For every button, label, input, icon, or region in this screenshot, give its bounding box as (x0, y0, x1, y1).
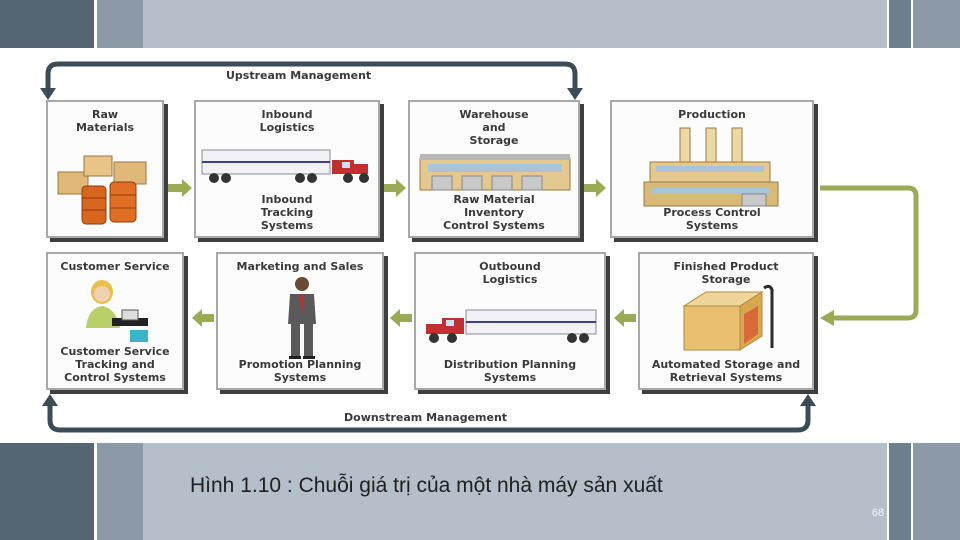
header-band-left (0, 0, 94, 48)
footer-band-left (0, 443, 94, 540)
upstream-management-label: Upstream Management (220, 69, 378, 82)
figure-caption: Hình 1.10 : Chuỗi giá trị của một nhà má… (190, 474, 663, 497)
arrow-outbound-to-marketing (390, 309, 412, 327)
node-warehouse-storage: Warehouse and Storage Raw Material Inven… (408, 100, 580, 238)
node-marketing-sales: Marketing and Sales Promotion Planning S… (216, 252, 384, 390)
node-title: Customer Service (60, 260, 170, 273)
node-title: Production (678, 108, 746, 121)
node-system: Process Control Systems (663, 206, 761, 232)
warehouse-icon (419, 154, 571, 191)
node-system: Promotion Planning Systems (238, 358, 362, 384)
arrow-warehouse-to-production (584, 179, 606, 197)
page-number: 68 (871, 507, 885, 519)
downstream-management-label: Downstream Management (338, 411, 514, 424)
node-title: Warehouse and Storage (459, 108, 529, 147)
footer-band-accent (97, 443, 143, 540)
footer-band-right (913, 443, 960, 540)
truck-icon (201, 149, 369, 183)
truck-icon (426, 309, 597, 343)
call-center-agent-icon (86, 280, 148, 342)
node-title: Finished Product Storage (673, 260, 779, 286)
node-production: Production Process Control Systems (610, 100, 814, 238)
arrow-finished-to-outbound (614, 309, 636, 327)
arrow-inbound-to-warehouse (384, 179, 406, 197)
node-customer-service: Customer Service Customer Service Tracki… (46, 252, 184, 390)
downstream-loop-arrow (47, 402, 811, 433)
upstream-arrowhead-right (567, 88, 583, 100)
node-finished-product: Finished Product Storage Automated Stora… (638, 252, 814, 390)
node-system: Distribution Planning Systems (443, 358, 577, 384)
node-system: Raw Material Inventory Control Systems (443, 193, 545, 232)
header-band-main (143, 0, 887, 48)
node-title: Marketing and Sales (236, 260, 364, 273)
header-band-right-accent (889, 0, 911, 48)
node-raw-materials: Raw Materials (46, 100, 164, 238)
connector-arrowhead (820, 310, 834, 326)
node-title: Outbound Logistics (479, 260, 541, 286)
upstream-loop-arrow (45, 61, 578, 92)
node-system: Automated Storage and Retrieval Systems (651, 358, 801, 384)
crates-and-barrels-icon (57, 155, 147, 225)
storage-shed-icon (682, 284, 774, 351)
arrow-raw-to-inbound (168, 179, 192, 197)
node-system: Inbound Tracking Systems (260, 193, 314, 232)
downstream-arrowhead-right (800, 394, 816, 406)
node-inbound-logistics: Inbound Logistics Inbound Tracking Syste… (194, 100, 380, 238)
node-title: Inbound Logistics (259, 108, 315, 134)
downstream-arrowhead-left (42, 394, 58, 406)
node-system: Customer Service Tracking and Control Sy… (60, 345, 170, 384)
header-band-right (913, 0, 960, 48)
node-title: Raw Materials (75, 108, 135, 134)
value-chain-diagram: Upstream Management Downstream Managemen… (0, 48, 960, 443)
footer-band-main (143, 443, 887, 540)
arrow-marketing-to-customer (192, 309, 214, 327)
factory-icon (643, 127, 779, 207)
businessman-icon (288, 277, 316, 359)
flow-arrows (40, 61, 919, 433)
node-outbound-logistics: Outbound Logistics Distribution Planning… (414, 252, 606, 390)
footer-band-right-accent (889, 443, 911, 540)
header-band-accent (97, 0, 143, 48)
upstream-arrowhead-left (40, 88, 56, 100)
production-to-finished-connector (820, 185, 919, 321)
